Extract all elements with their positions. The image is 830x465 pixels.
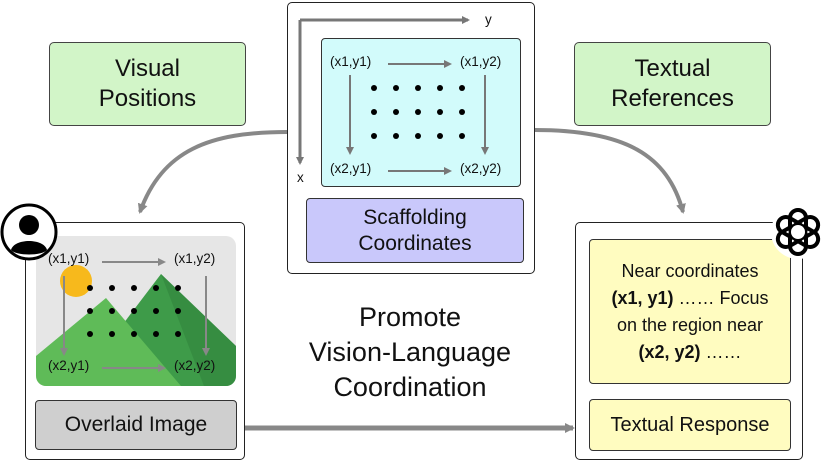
axis-y-label: y: [485, 12, 492, 27]
response-coord-2: (x2, y2): [638, 341, 701, 362]
textual-references-box: Textual References: [574, 42, 771, 126]
response-text: Near coordinates (x1, y1) …… Focus on th…: [611, 258, 768, 366]
promote-line2: Vision-Language: [308, 336, 512, 367]
textual-response-text: Textual Response: [610, 413, 770, 436]
scaffold-dot-grid: [371, 85, 465, 139]
axis-x-label: x: [297, 170, 304, 185]
response-line3: on the region near: [616, 314, 764, 335]
user-avatar-icon: [0, 203, 58, 261]
promote-line3: Coordination: [333, 371, 487, 402]
scaffold-panel: y x (x1,y1) (x1,y2) (x2,y1) (x2,y2) Scaf…: [287, 2, 535, 274]
overlaid-image-label: Overlaid Image: [35, 400, 237, 450]
visual-positions-box: Visual Positions: [49, 42, 246, 126]
overlay-arrows: [60, 258, 210, 372]
visual-positions-line1: Visual: [115, 55, 180, 82]
arrow-to-overlay: [137, 130, 288, 214]
textual-references-line1: Textual: [634, 55, 711, 82]
overlay-corner-x2y2: (x2,y2): [174, 358, 216, 373]
overlaid-image-text: Overlaid Image: [64, 413, 208, 436]
response-line4-rest: ……: [700, 341, 742, 362]
corner-x2y2: (x2,y2): [460, 161, 502, 176]
sun-icon: [60, 265, 92, 297]
overlay-corner-x1y2: (x1,y2): [174, 251, 216, 266]
response-text-box: Near coordinates (x1, y1) …… Focus on th…: [589, 239, 791, 384]
overlay-image: (x1,y1) (x1,y2) (x2,y1) (x2,y2): [36, 236, 236, 386]
textual-response-label: Textual Response: [589, 399, 791, 451]
response-coord-1: (x1, y1): [611, 287, 674, 308]
corner-x2y1: (x2,y1): [330, 161, 372, 176]
overlay-panel: (x1,y1) (x1,y2) (x2,y1) (x2,y2) Overlaid…: [25, 222, 245, 460]
scaffolding-coordinates-label: Scaffolding Coordinates: [306, 198, 524, 263]
scaffolding-label-line1: Scaffolding: [363, 205, 467, 229]
scaffold-grid-arrows: [346, 60, 489, 175]
front-mountain: [36, 298, 181, 386]
visual-positions-line2: Positions: [98, 85, 197, 112]
response-panel: Near coordinates (x1, y1) …… Focus on th…: [575, 222, 803, 460]
response-line4: (x2, y2) ……: [611, 339, 768, 366]
overlay-dot-grid: [87, 285, 181, 337]
textual-references-line2: References: [611, 85, 734, 112]
response-line1: Near coordinates: [621, 260, 759, 281]
response-line2: (x1, y1) …… Focus: [611, 285, 768, 312]
axis-arrows: [296, 16, 470, 165]
promote-caption: Promote Vision-Language Coordination: [260, 297, 560, 407]
scaffold-grid: (x1,y1) (x1,y2) (x2,y1) (x2,y2): [321, 38, 521, 187]
corner-x1y1: (x1,y1): [330, 54, 372, 69]
corner-x1y2: (x1,y2): [460, 54, 502, 69]
promote-line1: Promote: [358, 301, 462, 332]
response-line2-rest: …… Focus: [673, 287, 769, 308]
overlay-corner-x1y1: (x1,y1): [48, 251, 90, 266]
overlay-corner-x2y1: (x2,y1): [48, 358, 90, 373]
openai-logo-icon: [769, 203, 827, 261]
arrow-to-response: [534, 128, 686, 214]
scaffolding-label-line2: Coordinates: [358, 231, 472, 255]
landscape-illustration: [36, 265, 236, 386]
